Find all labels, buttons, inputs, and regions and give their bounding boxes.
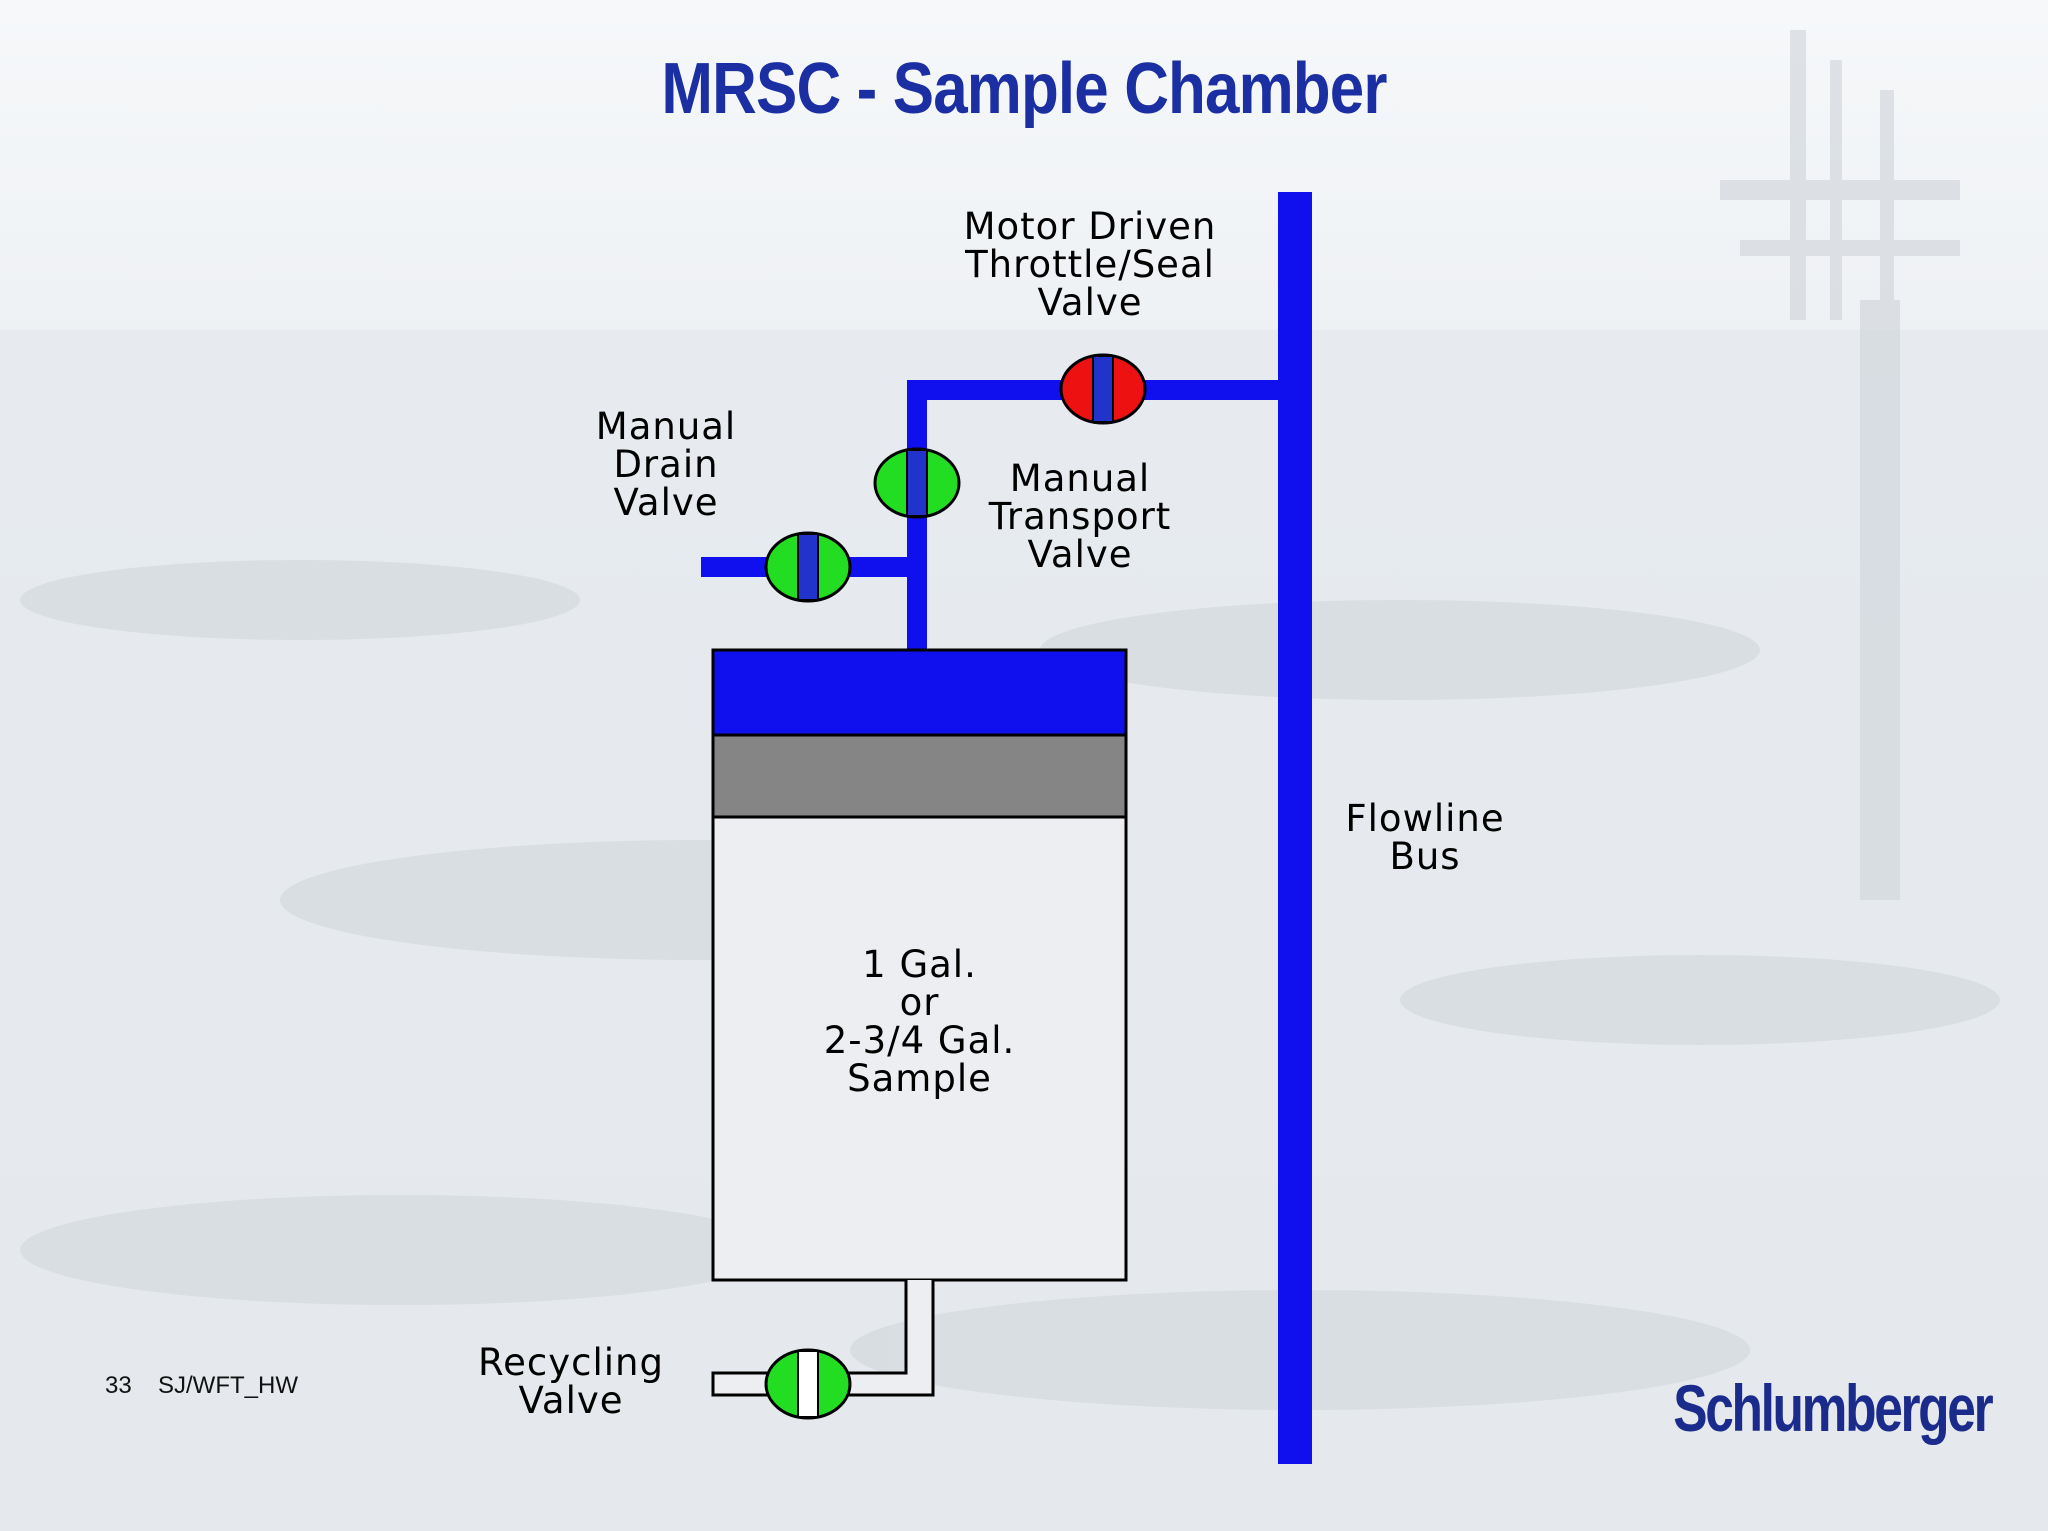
chamber-body <box>711 815 1128 1282</box>
motor-driven-valve[interactable] <box>1059 353 1147 425</box>
company-logo: Schlumberger <box>1673 1371 1993 1445</box>
recycling-valve-label: Recycling Valve <box>478 1341 664 1422</box>
recycling-valve[interactable] <box>764 1348 852 1420</box>
chamber-piston <box>711 733 1128 819</box>
transport-valve-label: Manual Transport Valve <box>988 457 1172 576</box>
manual-transport-valve[interactable] <box>873 447 961 519</box>
footer-code: SJ/WFT_HW <box>158 1372 298 1399</box>
flowline-bus <box>1278 192 1312 1464</box>
motor-valve-label: Motor Driven Throttle/Seal Valve <box>963 205 1217 324</box>
recycling-pipe <box>711 1280 935 1397</box>
manual-drain-valve[interactable] <box>764 531 852 603</box>
page-number: 33 <box>105 1372 132 1399</box>
page-title: MRSC - Sample Chamber <box>661 49 1387 129</box>
chamber-top-cap <box>711 648 1128 737</box>
drain-valve-label: Manual Drain Valve <box>595 405 737 524</box>
chamber-capacity-label: 1 Gal. or 2-3/4 Gal. Sample <box>823 943 1016 1100</box>
flowline-bus-label: Flowline Bus <box>1345 797 1505 878</box>
